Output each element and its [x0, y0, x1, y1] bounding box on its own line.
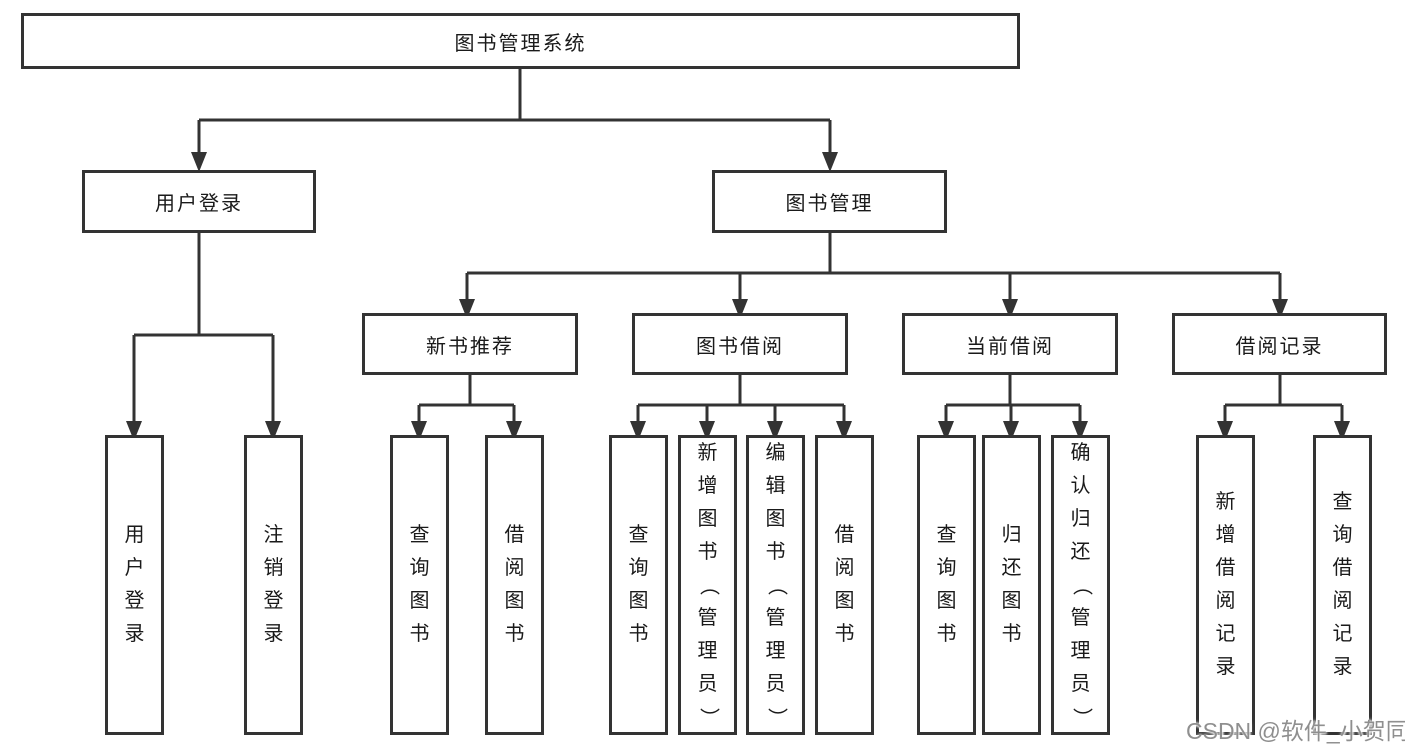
- node-label: 编辑图书（管理员）: [765, 441, 787, 728]
- node-root: 图书管理系统: [21, 13, 1020, 69]
- node-label: 当前借阅: [966, 335, 1054, 358]
- node-label: 图书借阅: [696, 335, 784, 358]
- node-label: 新增图书（管理员）: [697, 441, 719, 728]
- leaf-query-book-recommend: 查询图书: [390, 435, 449, 735]
- leaf-edit-book-admin: 编辑图书（管理员）: [746, 435, 805, 735]
- node-label: 注销登录: [263, 524, 284, 645]
- node-current-borrow: 当前借阅: [902, 313, 1118, 375]
- node-user-login: 用户登录: [82, 170, 316, 233]
- node-label: 查询图书: [409, 524, 430, 645]
- leaf-borrow-book-recommend: 借阅图书: [485, 435, 544, 735]
- node-label: 用户登录: [124, 524, 145, 645]
- leaf-query-book-borrow: 查询图书: [609, 435, 668, 735]
- leaf-return-book: 归还图书: [982, 435, 1041, 735]
- node-label: 借阅图书: [834, 524, 855, 645]
- node-new-book-recommend: 新书推荐: [362, 313, 578, 375]
- leaf-user-login: 用户登录: [105, 435, 164, 735]
- leaf-confirm-return-admin: 确认归还（管理员）: [1051, 435, 1110, 735]
- node-label: 新增借阅记录: [1215, 491, 1236, 678]
- node-book-management: 图书管理: [712, 170, 947, 233]
- leaf-add-borrow-record: 新增借阅记录: [1196, 435, 1255, 735]
- node-label: 归还图书: [1001, 524, 1022, 645]
- node-label: 查询借阅记录: [1332, 491, 1353, 678]
- node-label: 新书推荐: [426, 335, 514, 358]
- csdn-watermark: CSDN @软件_小贺同学: [1186, 718, 1405, 744]
- leaf-logout: 注销登录: [244, 435, 303, 735]
- node-borrow-records: 借阅记录: [1172, 313, 1387, 375]
- node-label: 图书管理: [785, 193, 874, 215]
- node-label: 查询图书: [936, 524, 957, 645]
- leaf-borrow-book-borrow: 借阅图书: [815, 435, 874, 735]
- node-label: 借阅图书: [504, 524, 525, 645]
- node-label: 用户登录: [155, 193, 243, 215]
- leaf-query-book-current: 查询图书: [917, 435, 976, 735]
- node-label: 确认归还（管理员）: [1070, 441, 1092, 728]
- leaf-add-book-admin: 新增图书（管理员）: [678, 435, 737, 735]
- node-label: 借阅记录: [1235, 335, 1324, 358]
- leaf-query-borrow-record: 查询借阅记录: [1313, 435, 1372, 735]
- node-book-borrow: 图书借阅: [632, 313, 848, 375]
- node-label: 图书管理系统: [454, 32, 587, 55]
- node-label: 查询图书: [628, 524, 649, 645]
